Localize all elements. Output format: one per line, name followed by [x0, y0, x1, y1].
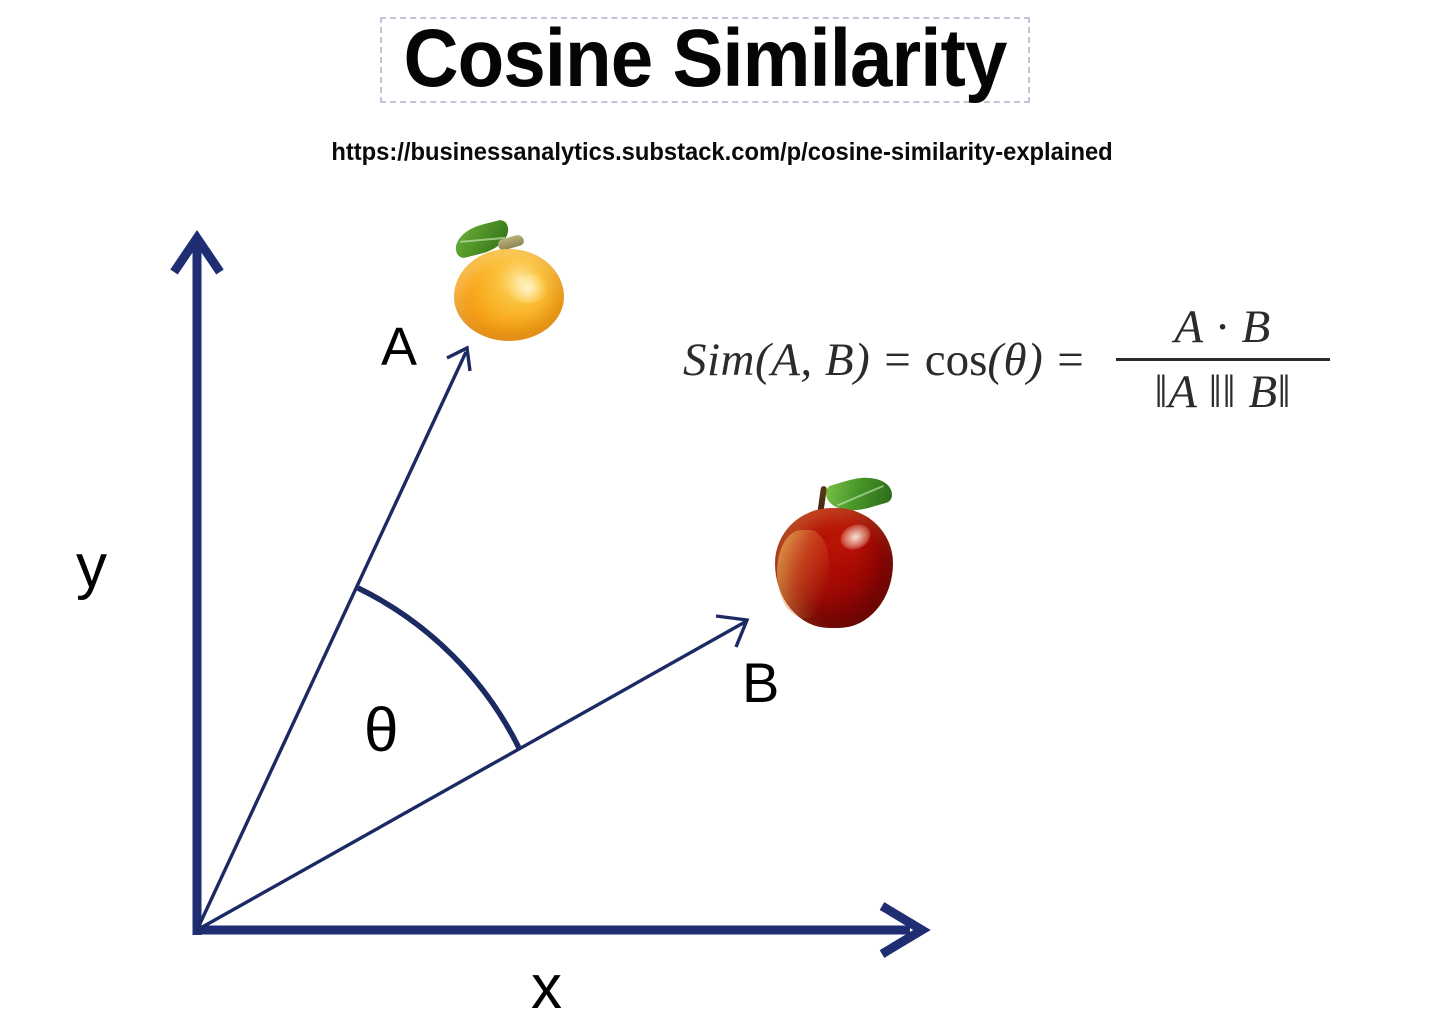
formula-denominator: ‖A ‖‖ B‖ [1154, 366, 1292, 418]
apple-body-icon [775, 508, 893, 628]
page-title: Cosine Similarity [403, 13, 1008, 104]
angle-theta-label: θ [364, 696, 399, 765]
orange-icon [440, 215, 580, 345]
title-placeholder-box [380, 17, 1030, 103]
formula-cos: cos [924, 333, 988, 386]
x-axis [193, 902, 931, 958]
angle-arc [356, 585, 523, 752]
vector-a-label: A [381, 317, 418, 377]
y-axis [170, 229, 224, 935]
formula-numerator: A · B [1174, 301, 1272, 353]
formula-sim: Sim [683, 333, 755, 386]
vector-b-label: B [742, 651, 780, 714]
apple-icon [765, 469, 905, 635]
formula-fraction: A · B ‖A ‖‖ B‖ [1115, 300, 1330, 419]
source-url: https://businessanalytics.substack.com/p… [331, 138, 1113, 166]
x-axis-label: x [531, 953, 562, 1022]
cosine-similarity-formula: Sim(A, B) = cos(θ) = A · B ‖A ‖‖ B‖ [683, 300, 1330, 419]
y-axis-label: y [76, 532, 107, 601]
formula-fraction-bar [1115, 358, 1330, 361]
formula-equals-1: = [884, 333, 911, 386]
formula-cos-arg: (θ) [987, 333, 1044, 386]
vector-b [196, 614, 750, 932]
vector-a [195, 345, 472, 931]
orange-body-icon [454, 249, 564, 341]
formula-args: (A, B) [755, 333, 871, 386]
formula-equals-2: = [1057, 333, 1084, 386]
